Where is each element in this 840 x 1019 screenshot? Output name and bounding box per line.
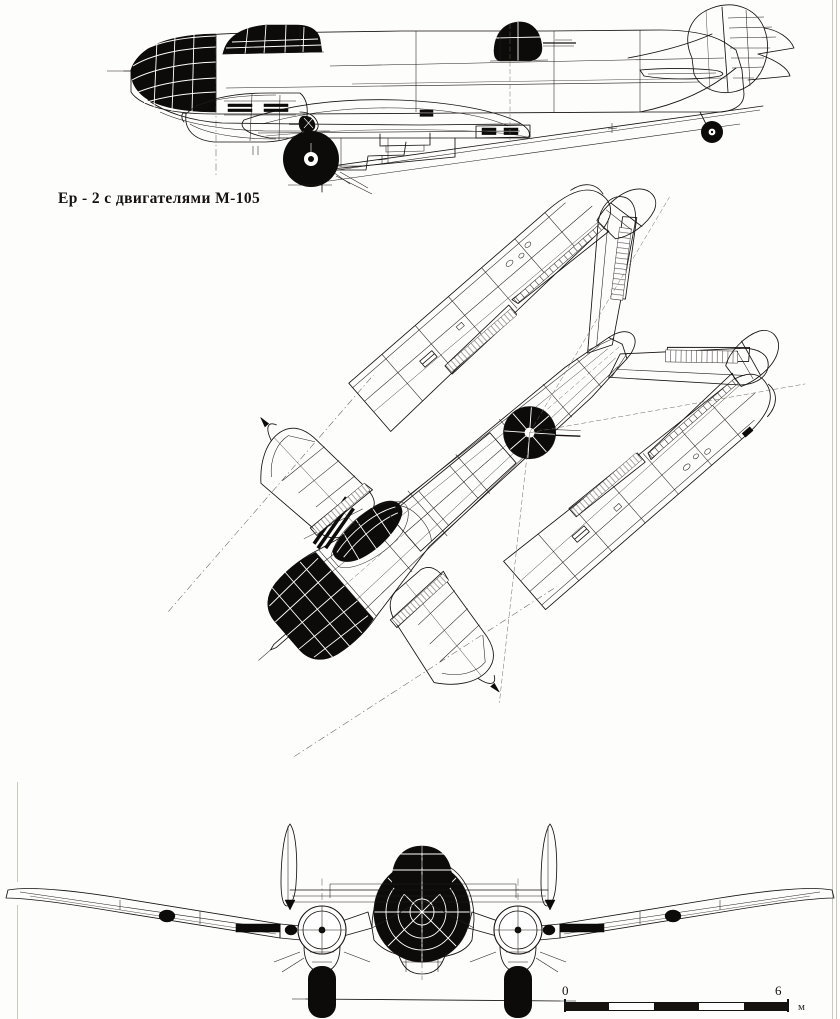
- plan-view-nose-glazing: [267, 552, 374, 660]
- scale-segment: [744, 1002, 789, 1011]
- side-view-bomb-bay: [379, 109, 531, 153]
- side-view-engine-nacelle: [181, 92, 319, 155]
- plan-view-nacelle-right: [260, 417, 375, 539]
- plan-view-bomb-bay: [388, 432, 517, 552]
- side-view-nose-glazing: [129, 33, 217, 113]
- scale-end-label: 6: [775, 983, 782, 998]
- front-view-nacelle-right: [469, 876, 567, 1018]
- plan-view-nacelle-left: [389, 567, 500, 693]
- side-view-tailplane: [639, 68, 724, 80]
- front-view-fins: [280, 823, 558, 911]
- plan-view-tail: [587, 188, 779, 387]
- side-view-pilot-canopy: [221, 24, 325, 55]
- side-view-dorsal-turret: [489, 21, 576, 62]
- plan-view-datum-lines: [168, 197, 806, 757]
- scale-start-label: 0: [562, 983, 569, 998]
- side-view: [107, 4, 795, 195]
- plan-view-wing-right: [348, 184, 611, 432]
- front-view-wings: [5, 888, 835, 943]
- front-view: [5, 823, 835, 1018]
- scale-unit-label: м: [798, 1001, 805, 1013]
- scale-segment: [564, 1002, 609, 1011]
- plan-view: [168, 184, 806, 757]
- drawing-caption: Ер - 2 с двигателями М-105: [58, 190, 261, 207]
- side-view-tail-wheel: [699, 111, 723, 143]
- plan-view-wing-left: [503, 372, 776, 611]
- side-view-rear-fuselage: [225, 30, 737, 113]
- side-view-main-gear: [283, 131, 407, 195]
- scale-bar: 0 6 м: [562, 983, 805, 1016]
- scale-segment: [609, 1002, 654, 1011]
- side-view-fin: [687, 4, 795, 94]
- plan-view-pilot-canopy: [330, 500, 409, 568]
- side-view-datum-lines: [215, 24, 511, 176]
- front-view-fuselage: [371, 845, 475, 975]
- scale-cap-left: [564, 999, 566, 1012]
- side-view-ground-lines: [288, 105, 764, 186]
- plan-view-dorsal-turret: [503, 406, 581, 460]
- scan-edge-lines: [17, 0, 837, 1019]
- front-view-datum-lines: [329, 846, 517, 980]
- scale-bar-track: [564, 999, 789, 1012]
- scale-segment: [699, 1002, 744, 1011]
- scale-segment: [654, 1002, 699, 1011]
- scale-cap-right: [787, 999, 789, 1012]
- front-view-nacelle-left: [273, 876, 371, 1018]
